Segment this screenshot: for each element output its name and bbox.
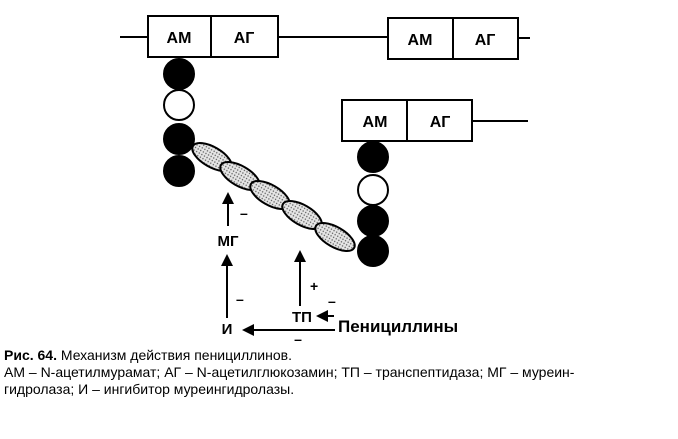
- figure-caption: Рис. 64. Механизм действия пенициллинов.…: [4, 347, 676, 398]
- arrow-inhibitor-to-mg: [221, 254, 233, 318]
- caption-legend-line-2: гидролаза; И – ингибитор муреингидролазы…: [4, 381, 295, 397]
- am-label-right: АМ: [408, 32, 433, 49]
- amino-acid-dark: [357, 141, 389, 173]
- amino-acid-dark: [357, 235, 389, 267]
- peptide-cross-bridge: [191, 142, 356, 252]
- inhibitor-label: И: [222, 321, 233, 338]
- tp-sign-minus: –: [328, 293, 336, 309]
- left-peptide-chain: [163, 58, 195, 187]
- glycan-unit-right: АМ АГ: [387, 17, 530, 60]
- amino-acid-dark: [163, 155, 195, 187]
- amino-acid-light: [163, 89, 195, 121]
- amino-acid-light: [357, 174, 389, 206]
- ag-label-right: АГ: [475, 32, 496, 49]
- tp-label: ТП: [292, 309, 312, 326]
- right-peptide-chain: [357, 141, 389, 267]
- glycan-unit-middle: АМ АГ: [341, 99, 528, 142]
- glycan-unit-left: АМ АГ: [120, 15, 388, 58]
- ag-label-left: АГ: [234, 30, 255, 47]
- figure-number: Рис. 64.: [4, 347, 57, 363]
- penicillin-mechanism-diagram: АМ АГ АМ АГ АМ АГ: [120, 15, 530, 345]
- amino-acid-dark: [163, 123, 195, 155]
- inhibitor-sign: –: [236, 291, 244, 307]
- figure-title: Механизм действия пенициллинов.: [56, 347, 292, 363]
- arrow-tp-to-bridge: [294, 250, 306, 306]
- tp-sign-plus: +: [310, 278, 318, 294]
- bridge-link-5: [314, 222, 356, 252]
- arrow-mg-to-bridge: [222, 192, 234, 226]
- amino-acid-dark: [163, 58, 195, 90]
- am-label-left: АМ: [167, 30, 192, 47]
- arrow-penicillin-to-inhibitor: [242, 324, 335, 336]
- am-label-middle: АМ: [363, 114, 388, 131]
- caption-legend-line-1: АМ – N-ацетилмурамат; АГ – N-ацетилглюко…: [4, 364, 575, 380]
- penicillin-label: Пенициллины: [338, 317, 458, 336]
- inhibitor-sign-bottom: –: [294, 331, 302, 345]
- mg-sign: –: [240, 205, 248, 221]
- amino-acid-dark: [357, 205, 389, 237]
- ag-label-middle: АГ: [430, 114, 451, 131]
- mg-label: МГ: [218, 233, 239, 250]
- caption-title: Рис. 64. Механизм действия пенициллинов.: [4, 347, 676, 364]
- arrow-penicillin-to-tp: [316, 310, 334, 322]
